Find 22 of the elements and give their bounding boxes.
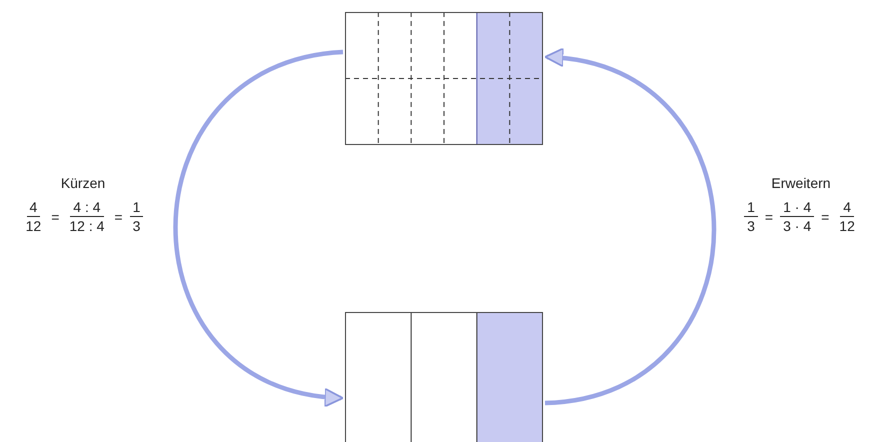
denominator: 12 — [838, 217, 856, 234]
operation-heading: Kürzen — [60, 175, 106, 191]
equals-sign: = — [821, 208, 830, 224]
curved-arrow — [544, 50, 716, 406]
fraction-bar-drawing — [345, 312, 543, 442]
denominator: 12 : 4 — [68, 217, 106, 234]
numerator: 1 · 4 — [780, 199, 814, 217]
denominator: 12 — [24, 217, 42, 234]
denominator: 3 — [746, 217, 756, 234]
denominator: 3 — [132, 217, 142, 234]
equals-sign: = — [764, 208, 774, 224]
curved-arrow — [173, 50, 344, 406]
numerator: 4 — [840, 199, 854, 217]
numerator: 1 — [130, 199, 144, 217]
fraction-grid-drawing — [345, 12, 543, 145]
equals-sign: = — [51, 208, 60, 224]
operation-heading: Erweitern — [770, 175, 832, 191]
equals-sign: = — [114, 208, 123, 224]
numerator: 1 — [744, 199, 758, 217]
numerator: 4 — [26, 199, 40, 217]
numerator: 4 : 4 — [70, 199, 104, 217]
denominator: 3 · 4 — [782, 217, 812, 234]
